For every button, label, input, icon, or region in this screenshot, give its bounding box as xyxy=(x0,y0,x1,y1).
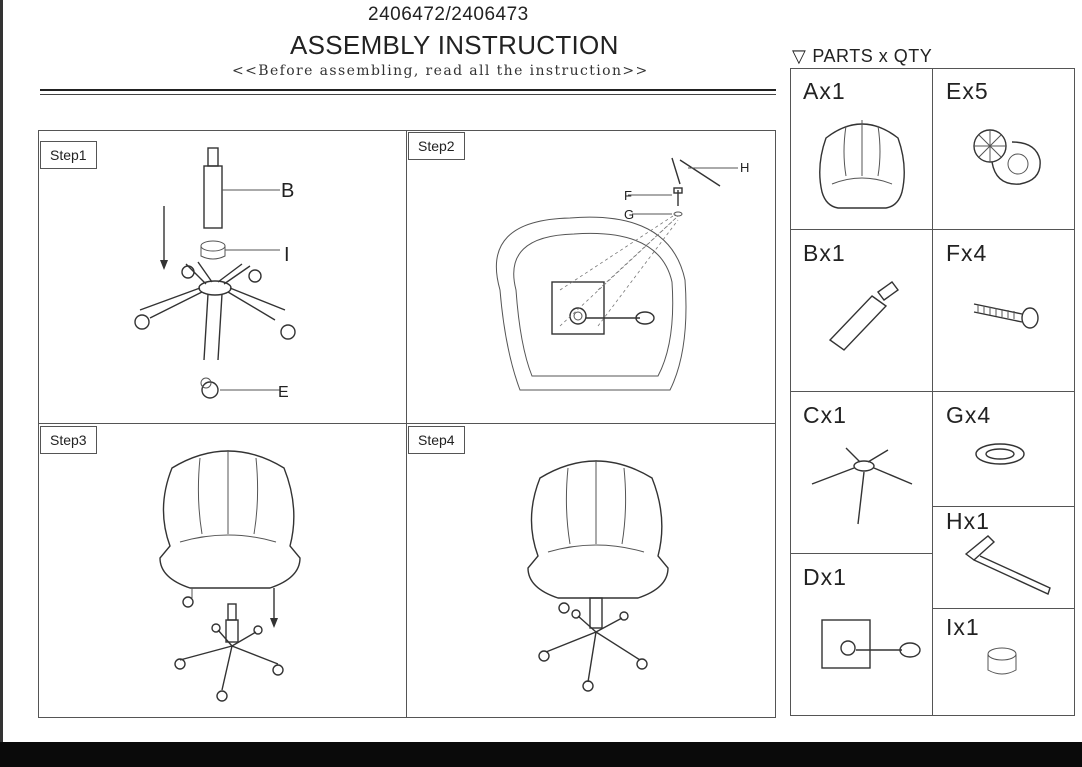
part-f-label: Fx4 xyxy=(946,240,988,266)
allen-key-icon xyxy=(964,535,1051,595)
parts-heading-text: PARTS x QTY xyxy=(812,46,933,66)
parts-row-divider xyxy=(932,506,1075,507)
grid-divider-horizontal xyxy=(38,423,776,424)
model-number: 2406472/2406473 xyxy=(368,4,529,25)
step1-illustration: B I E xyxy=(134,147,296,401)
step4-illustration xyxy=(527,460,669,692)
part-d-label: Dx1 xyxy=(803,564,847,590)
gas-lift-icon xyxy=(828,281,899,351)
part-i-label: Ix1 xyxy=(946,614,980,640)
parts-row-divider xyxy=(932,608,1075,609)
mechanism-plate-icon xyxy=(821,619,921,669)
step1-label: Step1 xyxy=(40,141,97,169)
part-a-label: Ax1 xyxy=(803,78,846,104)
part-g-label: Gx4 xyxy=(946,402,992,428)
seat-icon xyxy=(819,120,905,209)
step4-label: Step4 xyxy=(408,426,465,454)
parts-row-divider xyxy=(790,553,932,554)
washer-icon xyxy=(975,443,1025,465)
header-rule xyxy=(40,89,776,91)
callout-h: H xyxy=(740,160,749,175)
callout-i: I xyxy=(284,244,290,266)
part-e-label: Ex5 xyxy=(946,78,989,104)
callout-b: B xyxy=(281,180,294,202)
star-base-icon xyxy=(811,447,913,525)
step3-label: Step3 xyxy=(40,426,97,454)
parts-row-divider xyxy=(790,229,1075,230)
parts-divider-vertical xyxy=(932,68,933,716)
callout-g: G xyxy=(624,207,634,222)
parts-heading: ▽PARTS x QTY xyxy=(792,46,932,67)
triangle-icon: ▽ xyxy=(792,46,807,66)
step2-label: Step2 xyxy=(408,132,465,160)
callout-f: F xyxy=(624,188,632,203)
base-cover-ring-icon xyxy=(987,647,1017,675)
part-h-label: Hx1 xyxy=(946,508,990,534)
step3-illustration xyxy=(159,450,301,702)
step2-illustration: H F G xyxy=(495,157,749,391)
page-title: ASSEMBLY INSTRUCTION xyxy=(290,30,619,60)
part-b-label: Bx1 xyxy=(803,240,846,266)
caster-wheel-icon xyxy=(973,129,1041,185)
parts-row-divider xyxy=(790,391,1075,392)
part-c-label: Cx1 xyxy=(803,402,847,428)
bottom-scan-edge xyxy=(0,742,1082,767)
callout-e: E xyxy=(278,384,289,401)
bolt-icon xyxy=(973,303,1039,329)
page-subtitle: <<Before assembling, read all the instru… xyxy=(232,63,649,79)
steps-grid xyxy=(38,130,776,718)
left-edge-bar xyxy=(0,0,3,767)
grid-divider-vertical xyxy=(406,130,407,718)
header-rule-thin xyxy=(40,94,776,95)
